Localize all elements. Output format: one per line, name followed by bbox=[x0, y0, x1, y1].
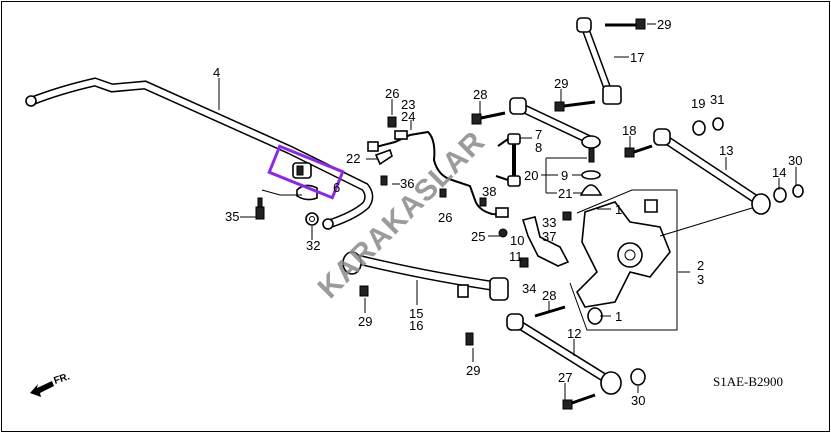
label-3: 3 bbox=[697, 272, 704, 287]
upper-arm[interactable] bbox=[471, 97, 603, 196]
label-11: 11 bbox=[509, 249, 523, 264]
label-29: 29 bbox=[657, 17, 671, 32]
label-29: 29 bbox=[466, 363, 480, 378]
label-14: 14 bbox=[772, 165, 786, 180]
label-35: 35 bbox=[225, 209, 239, 224]
control-arm-12[interactable] bbox=[506, 305, 646, 410]
trailing-arm-15-16[interactable] bbox=[342, 251, 509, 346]
nut-32[interactable] bbox=[305, 212, 319, 226]
label-21: 21 bbox=[558, 186, 572, 201]
label-17: 17 bbox=[630, 50, 644, 65]
label-12: 12 bbox=[567, 326, 581, 341]
label-36: 36 bbox=[400, 176, 414, 191]
label-26: 26 bbox=[385, 86, 399, 101]
label-18: 18 bbox=[622, 123, 636, 138]
label-30: 30 bbox=[631, 393, 645, 408]
label-24: 24 bbox=[401, 109, 415, 124]
label-20: 20 bbox=[524, 168, 538, 183]
control-arm-17[interactable] bbox=[576, 17, 646, 105]
label-6: 6 bbox=[333, 180, 340, 195]
highlight-box[interactable] bbox=[267, 144, 345, 200]
stabilizer-link[interactable] bbox=[495, 133, 521, 187]
label-16: 16 bbox=[409, 318, 423, 333]
label-29: 29 bbox=[554, 76, 568, 91]
label-8: 8 bbox=[535, 140, 542, 155]
label-32: 32 bbox=[306, 238, 320, 253]
label-19: 19 bbox=[691, 96, 705, 111]
front-label: FR. bbox=[53, 371, 72, 387]
callout-labels: 4 26 23 24 22 36 6 35 32 29 15 16 28 29 … bbox=[213, 17, 802, 408]
label-22: 22 bbox=[346, 151, 360, 166]
label-15: 15 bbox=[409, 306, 423, 321]
label-33: 33 bbox=[542, 215, 556, 230]
label-28: 28 bbox=[542, 288, 556, 303]
control-arm-13[interactable] bbox=[624, 117, 804, 237]
label-31: 31 bbox=[710, 92, 724, 107]
stabilizer-bushing[interactable] bbox=[292, 162, 318, 201]
label-9: 9 bbox=[561, 168, 568, 183]
label-27: 27 bbox=[558, 370, 572, 385]
label-30: 30 bbox=[788, 153, 802, 168]
label-23: 23 bbox=[401, 97, 415, 112]
label-10: 10 bbox=[510, 233, 524, 248]
diagram-code: S1AE-B2900 bbox=[713, 374, 783, 389]
bracket-10-11[interactable] bbox=[519, 211, 572, 268]
label-38: 38 bbox=[482, 184, 496, 199]
label-4: 4 bbox=[213, 65, 220, 80]
knuckle-2-3[interactable] bbox=[569, 189, 678, 331]
bolt-35[interactable] bbox=[255, 197, 265, 220]
label-28: 28 bbox=[473, 87, 487, 102]
label-13: 13 bbox=[719, 143, 733, 158]
label-34: 34 bbox=[522, 281, 536, 296]
label-7: 7 bbox=[535, 127, 542, 142]
front-arrow-icon: FR. bbox=[30, 371, 71, 397]
abs-sensor-harness[interactable] bbox=[367, 116, 509, 238]
label-1: 1 bbox=[615, 202, 622, 217]
label-1: 1 bbox=[615, 309, 622, 324]
label-29: 29 bbox=[358, 314, 372, 329]
label-26: 26 bbox=[438, 210, 452, 225]
stabilizer-bar[interactable] bbox=[25, 77, 374, 230]
leader-lines bbox=[218, 23, 797, 400]
label-37: 37 bbox=[542, 229, 556, 244]
label-2: 2 bbox=[697, 258, 704, 273]
label-25: 25 bbox=[471, 229, 485, 244]
